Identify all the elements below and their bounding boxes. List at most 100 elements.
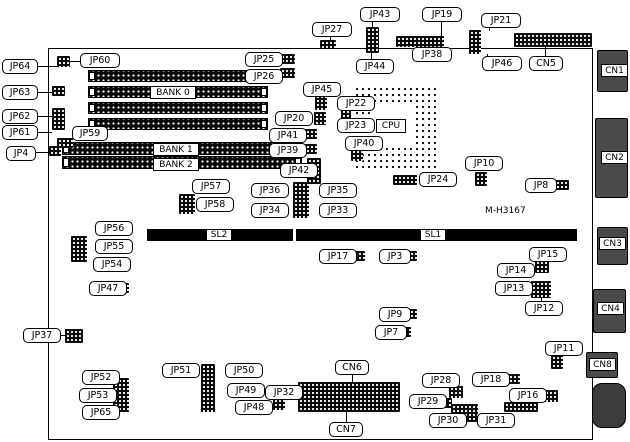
callout-jp62: JP62 xyxy=(2,109,38,124)
callout-jp60: JP60 xyxy=(80,53,120,68)
callout-jp20: JP20 xyxy=(275,111,313,126)
leader-line-11 xyxy=(545,47,546,56)
callout-jp31: JP31 xyxy=(477,413,515,428)
callout-jp27: JP27 xyxy=(312,22,352,37)
pin-header-jp11 xyxy=(551,355,563,369)
callout-jp59: JP59 xyxy=(72,126,108,141)
memory-slot-simm-1 xyxy=(88,70,268,82)
callout-jp17: JP17 xyxy=(319,249,357,264)
connector-label-cn1: CN1 xyxy=(601,64,628,77)
callout-jp22: JP22 xyxy=(337,96,375,111)
callout-cn6: CN6 xyxy=(335,360,369,375)
callout-jp39: JP39 xyxy=(269,143,307,158)
pin-header-jp41 xyxy=(305,129,317,139)
callout-jp7: JP7 xyxy=(375,325,407,340)
pin-header-jp64 xyxy=(57,56,70,67)
callout-jp30: JP30 xyxy=(429,413,467,428)
pin-header-jp15 xyxy=(535,260,549,273)
leader-line-10 xyxy=(371,53,372,59)
memory-slot-simm-3 xyxy=(88,102,268,114)
callout-jp26: JP26 xyxy=(245,69,283,84)
pin-header-jp20 xyxy=(314,112,326,125)
callout-jp21: JP21 xyxy=(481,13,521,28)
callout-jp57: JP57 xyxy=(192,179,230,194)
leader-line-7 xyxy=(372,21,373,27)
leader-line-14 xyxy=(352,375,353,382)
label-bank1: BANK 1 xyxy=(153,143,199,156)
pin-header-jp61-62 xyxy=(52,108,65,130)
pin-header-jp3 xyxy=(405,251,417,261)
callout-jp55: JP55 xyxy=(95,239,133,254)
label-bank0: BANK 0 xyxy=(150,86,196,99)
pin-header-jp22 xyxy=(341,109,351,119)
pin-header-jp16-row xyxy=(504,402,538,412)
callout-jp52: JP52 xyxy=(82,370,120,385)
pin-header-jp27 xyxy=(320,40,336,48)
slot-label-sl1: SL1 xyxy=(420,229,446,241)
pin-header-jp24 xyxy=(393,175,417,185)
callout-jp8: JP8 xyxy=(525,178,557,193)
pin-header-jp26 xyxy=(280,68,295,78)
leader-line-5 xyxy=(70,61,80,62)
callout-jp43: JP43 xyxy=(360,7,400,22)
pin-header-jp33-36 xyxy=(293,182,309,218)
callout-jp29: JP29 xyxy=(409,394,447,409)
pin-header-jp18 xyxy=(508,374,520,384)
callout-jp63: JP63 xyxy=(2,85,38,100)
pin-header-jp63 xyxy=(52,86,65,96)
pin-header-jp38 xyxy=(396,36,444,47)
callout-jp16: JP16 xyxy=(509,388,547,403)
leader-line-0 xyxy=(38,66,57,67)
callout-jp61: JP61 xyxy=(2,125,38,140)
callout-jp49: JP49 xyxy=(227,383,265,398)
callout-jp65: JP65 xyxy=(82,405,120,420)
leader-line-8 xyxy=(441,21,442,36)
pin-header-jp16 xyxy=(544,390,558,402)
callout-jp50: JP50 xyxy=(225,363,263,378)
connector-label-cn2: CN2 xyxy=(601,151,628,164)
pin-header-jp8 xyxy=(555,180,569,190)
leader-line-3 xyxy=(38,132,52,133)
callout-jp54: JP54 xyxy=(93,257,131,272)
connector-ps2-connector xyxy=(592,383,626,428)
leader-line-2 xyxy=(38,116,52,117)
callout-jp13: JP13 xyxy=(495,281,533,296)
callout-jp10: JP10 xyxy=(465,156,503,171)
pin-header-jp4 xyxy=(49,146,61,156)
leader-line-9 xyxy=(489,27,490,31)
callout-jp9: JP9 xyxy=(379,307,411,322)
callout-jp58: JP58 xyxy=(196,197,234,212)
label-bank2: BANK 2 xyxy=(153,158,199,171)
leader-line-15 xyxy=(346,412,347,422)
callout-jp34: JP34 xyxy=(251,203,289,218)
leader-line-4 xyxy=(36,152,49,153)
callout-jp46: JP46 xyxy=(482,56,522,71)
pin-header-jp48-51 xyxy=(201,364,215,412)
pin-header-jp25 xyxy=(280,54,295,64)
pin-header-jp9 xyxy=(405,309,417,319)
callout-jp37: JP37 xyxy=(23,328,61,343)
callout-jp24: JP24 xyxy=(419,172,457,187)
pin-header-jp45 xyxy=(315,94,327,110)
callout-jp19: JP19 xyxy=(422,7,462,22)
callout-jp33: JP33 xyxy=(319,203,357,218)
callout-jp12: JP12 xyxy=(525,301,563,316)
memory-slot-simm-4 xyxy=(88,118,268,130)
pin-header-jp57-58 xyxy=(179,194,195,214)
callout-jp25: JP25 xyxy=(245,52,283,67)
leader-line-13 xyxy=(541,297,542,301)
pin-header-jp52-65 xyxy=(113,378,129,412)
pin-header-cn6-cn7-header xyxy=(298,382,400,412)
pin-header-jp12-14 xyxy=(531,281,551,298)
connector-label-cn4: CN4 xyxy=(597,302,624,315)
pin-header-jp37 xyxy=(65,329,83,343)
callout-jp15: JP15 xyxy=(529,247,567,262)
callout-jp45: JP45 xyxy=(303,82,341,97)
leader-line-16 xyxy=(61,335,66,336)
callout-jp56: JP56 xyxy=(95,221,133,236)
callout-jp14: JP14 xyxy=(497,263,535,278)
pin-header-jp54-56 xyxy=(71,236,87,262)
pin-header-jp21-46 xyxy=(469,30,481,54)
connector-label-cn3: CN3 xyxy=(599,237,626,250)
